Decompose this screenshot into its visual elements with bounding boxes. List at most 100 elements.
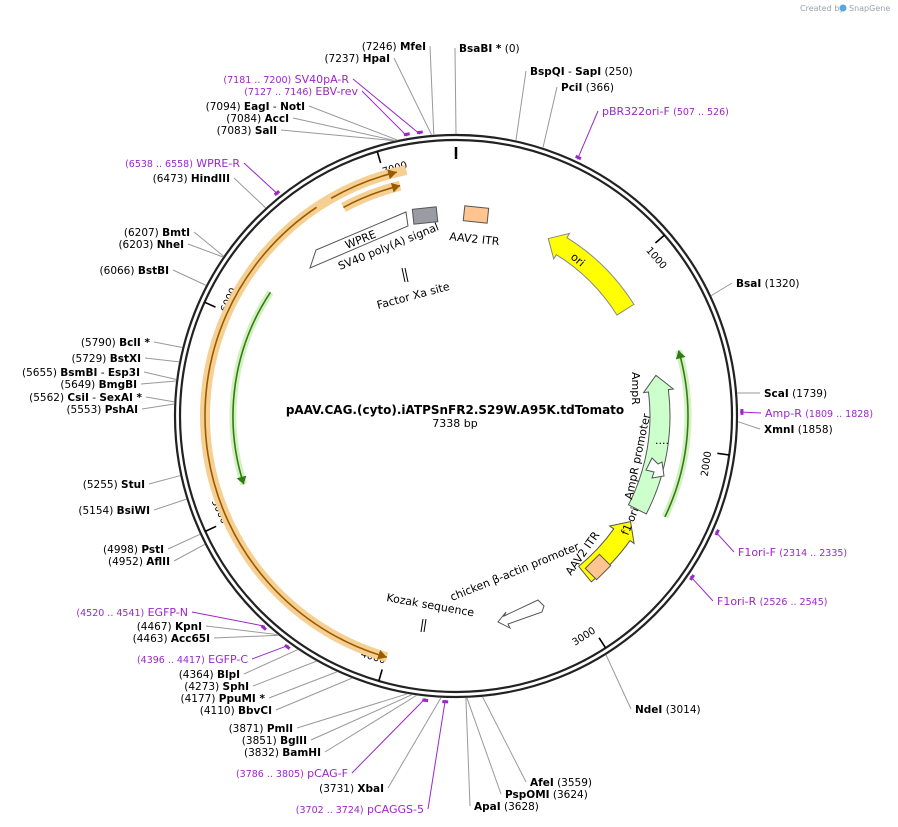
site-sphi[interactable]: (4273) SphI: [184, 660, 317, 693]
sv40-box: [411, 206, 439, 225]
site-leader: [296, 693, 408, 729]
site-bmti[interactable]: (6207) BmtI: [124, 227, 224, 257]
primer-pbr322ori-f[interactable]: pBR322ori-F (507 .. 526): [574, 105, 729, 161]
primer-amp-r[interactable]: Amp-R (1809 .. 1828): [739, 407, 873, 420]
site-label: (5255) StuI: [83, 479, 145, 491]
site-name: XmnI: [764, 424, 794, 436]
site-blpi[interactable]: (4364) BlpI: [179, 649, 299, 681]
primer-name: SV40pA-R: [295, 73, 350, 86]
site-bcli[interactable]: (5790) BclI *: [81, 337, 183, 349]
site-bbvci[interactable]: (4110) BbvCI: [200, 677, 353, 717]
site-leader: [387, 697, 442, 789]
site-sali[interactable]: (7083) SalI: [217, 125, 395, 142]
site-label: (6203) NheI: [118, 239, 184, 251]
site-name: BsaBI *: [459, 43, 502, 55]
site-bsai[interactable]: BsaI (1320): [710, 278, 800, 297]
primer-egfp-n[interactable]: (4520 .. 4541) EGFP-N: [76, 606, 267, 631]
primer-leader: [191, 611, 266, 627]
site-position: (3731): [319, 783, 354, 795]
site-psti[interactable]: (4998) PstI: [103, 533, 201, 556]
primer-pcag-f[interactable]: (3786 .. 3805) pCAG-F: [236, 697, 429, 780]
site-name: BglII: [280, 735, 307, 747]
site-aflii[interactable]: (4952) AflII: [108, 543, 206, 568]
site-bstbi[interactable]: (6066) BstBI: [100, 265, 207, 286]
ori-feature: ori: [547, 232, 635, 316]
site-name: HpaI: [363, 53, 390, 65]
site-hindiii[interactable]: (6473) HindIII: [153, 173, 267, 209]
site-xbai[interactable]: (3731) XbaI: [319, 697, 442, 795]
site-name: PstI: [141, 544, 164, 556]
primer-range: (4520 .. 4541): [76, 608, 144, 619]
green-arrow-right: [664, 350, 689, 518]
tick-label-3000: 3000: [571, 625, 598, 648]
site-label: AfeI (3559): [530, 777, 592, 789]
site-leader: [308, 105, 398, 141]
site-acc65i[interactable]: (4463) Acc65I: [133, 633, 279, 645]
primer-egfp-c[interactable]: (4396 .. 4417) EGFP-C: [137, 643, 291, 666]
primer-sv40pa-r[interactable]: (7181 .. 7200) SV40pA-R: [223, 73, 423, 135]
primer-pcaggs-5[interactable]: (3702 .. 3724) pCAGGS-5: [296, 699, 449, 816]
site-bsiwi[interactable]: (5154) BsiWI: [78, 498, 187, 517]
site-pcii[interactable]: PciI (366): [542, 82, 614, 148]
backbone-rings: [173, 133, 739, 699]
site-position: (3624): [553, 789, 588, 801]
primer-ebv-rev[interactable]: (7127 .. 7146) EBV-rev: [244, 85, 410, 137]
primer-label: F1ori-F (2314 .. 2335): [738, 546, 847, 559]
ampr-promoter-arrow: [645, 457, 665, 479]
site-apai[interactable]: ApaI (3628): [465, 697, 539, 813]
site-pmli[interactable]: (3871) PmlI: [229, 693, 408, 735]
site-nhei[interactable]: (6203) NheI: [118, 239, 224, 258]
site-scai[interactable]: ScaI (1739): [737, 388, 827, 400]
site-xmni[interactable]: XmnI (1858): [737, 421, 833, 436]
site-mfei[interactable]: (7246) MfeI: [362, 41, 435, 135]
site-name: AccI: [265, 113, 289, 125]
backbone-outer-ring: [173, 133, 739, 699]
site-eagi[interactable]: (7094) EagI - NotI: [206, 101, 398, 141]
site-bspqi[interactable]: BspQI - SapI (250): [515, 66, 633, 141]
site-csii[interactable]: (5562) CsiI - SexAI *: [29, 392, 175, 404]
site-leader: [148, 475, 181, 485]
site-stui[interactable]: (5255) StuI: [83, 475, 181, 491]
site-name: BbvCI: [238, 705, 272, 717]
site-kpni[interactable]: (4467) KpnI: [137, 621, 279, 636]
site-ndei[interactable]: NdeI (3014): [605, 654, 701, 716]
brand-created-by: Created by: [800, 4, 844, 13]
site-position: (4467): [137, 621, 172, 633]
site-position: (4177): [181, 693, 216, 705]
site-acci[interactable]: (7084) AccI: [226, 113, 396, 142]
site-label: (5553) PshAI: [66, 404, 138, 416]
kozak-mark-a: [420, 618, 424, 633]
site-hpai[interactable]: (7237) HpaI: [324, 53, 433, 136]
primer-f1ori-r[interactable]: F1ori-R (2526 .. 2545): [689, 574, 827, 608]
site-bsabi[interactable]: BsaBI * (0): [454, 43, 520, 135]
aav2-itr-top-box: [462, 205, 490, 224]
site-name: PshAI: [105, 404, 138, 416]
site-pspomi[interactable]: PspOMI (3624): [466, 697, 588, 801]
site-label: (4998) PstI: [103, 544, 164, 556]
site-afei[interactable]: AfeI (3559): [482, 696, 592, 789]
aav2-itr-top-label: AAV2 ITR: [449, 230, 501, 248]
site-position: (3851): [242, 735, 277, 747]
primer-wpre-r[interactable]: (6538 .. 6558) WPRE-R: [125, 157, 281, 196]
primer-range: (2314 .. 2335): [779, 548, 847, 559]
site-leader: [515, 70, 527, 141]
backbone-inner-ring: [178, 138, 734, 694]
primer-name: F1ori-R: [717, 595, 757, 608]
restriction-sites: BsaBI * (0)BspQI - SapI (250)PciI (366) B…: [22, 41, 833, 813]
site-name: KpnI: [175, 621, 202, 633]
primer-name: Amp-R: [765, 407, 802, 420]
site-bglii[interactable]: (3851) BglII: [242, 694, 413, 747]
site-label: (5729) BstXI: [71, 353, 141, 365]
site-bstxi[interactable]: (5729) BstXI: [71, 353, 180, 365]
site-bsmbi[interactable]: (5655) BsmBI - Esp3I: [22, 367, 177, 381]
site-label: (6066) BstBI: [100, 265, 169, 277]
site-bamhi[interactable]: (3832) BamHI: [244, 694, 418, 759]
plasmid-length: 7338 bp: [432, 417, 477, 430]
site-bmgbi[interactable]: (5649) BmgBI: [60, 379, 177, 391]
site-label: BsaI (1320): [736, 278, 800, 290]
primer-label: (3786 .. 3805) pCAG-F: [236, 767, 348, 780]
primer-f1ori-f[interactable]: F1ori-F (2314 .. 2335): [714, 529, 847, 559]
site-pshai[interactable]: (5553) PshAI: [66, 403, 175, 416]
site-ppumi[interactable]: (4177) PpuMI *: [181, 671, 338, 705]
